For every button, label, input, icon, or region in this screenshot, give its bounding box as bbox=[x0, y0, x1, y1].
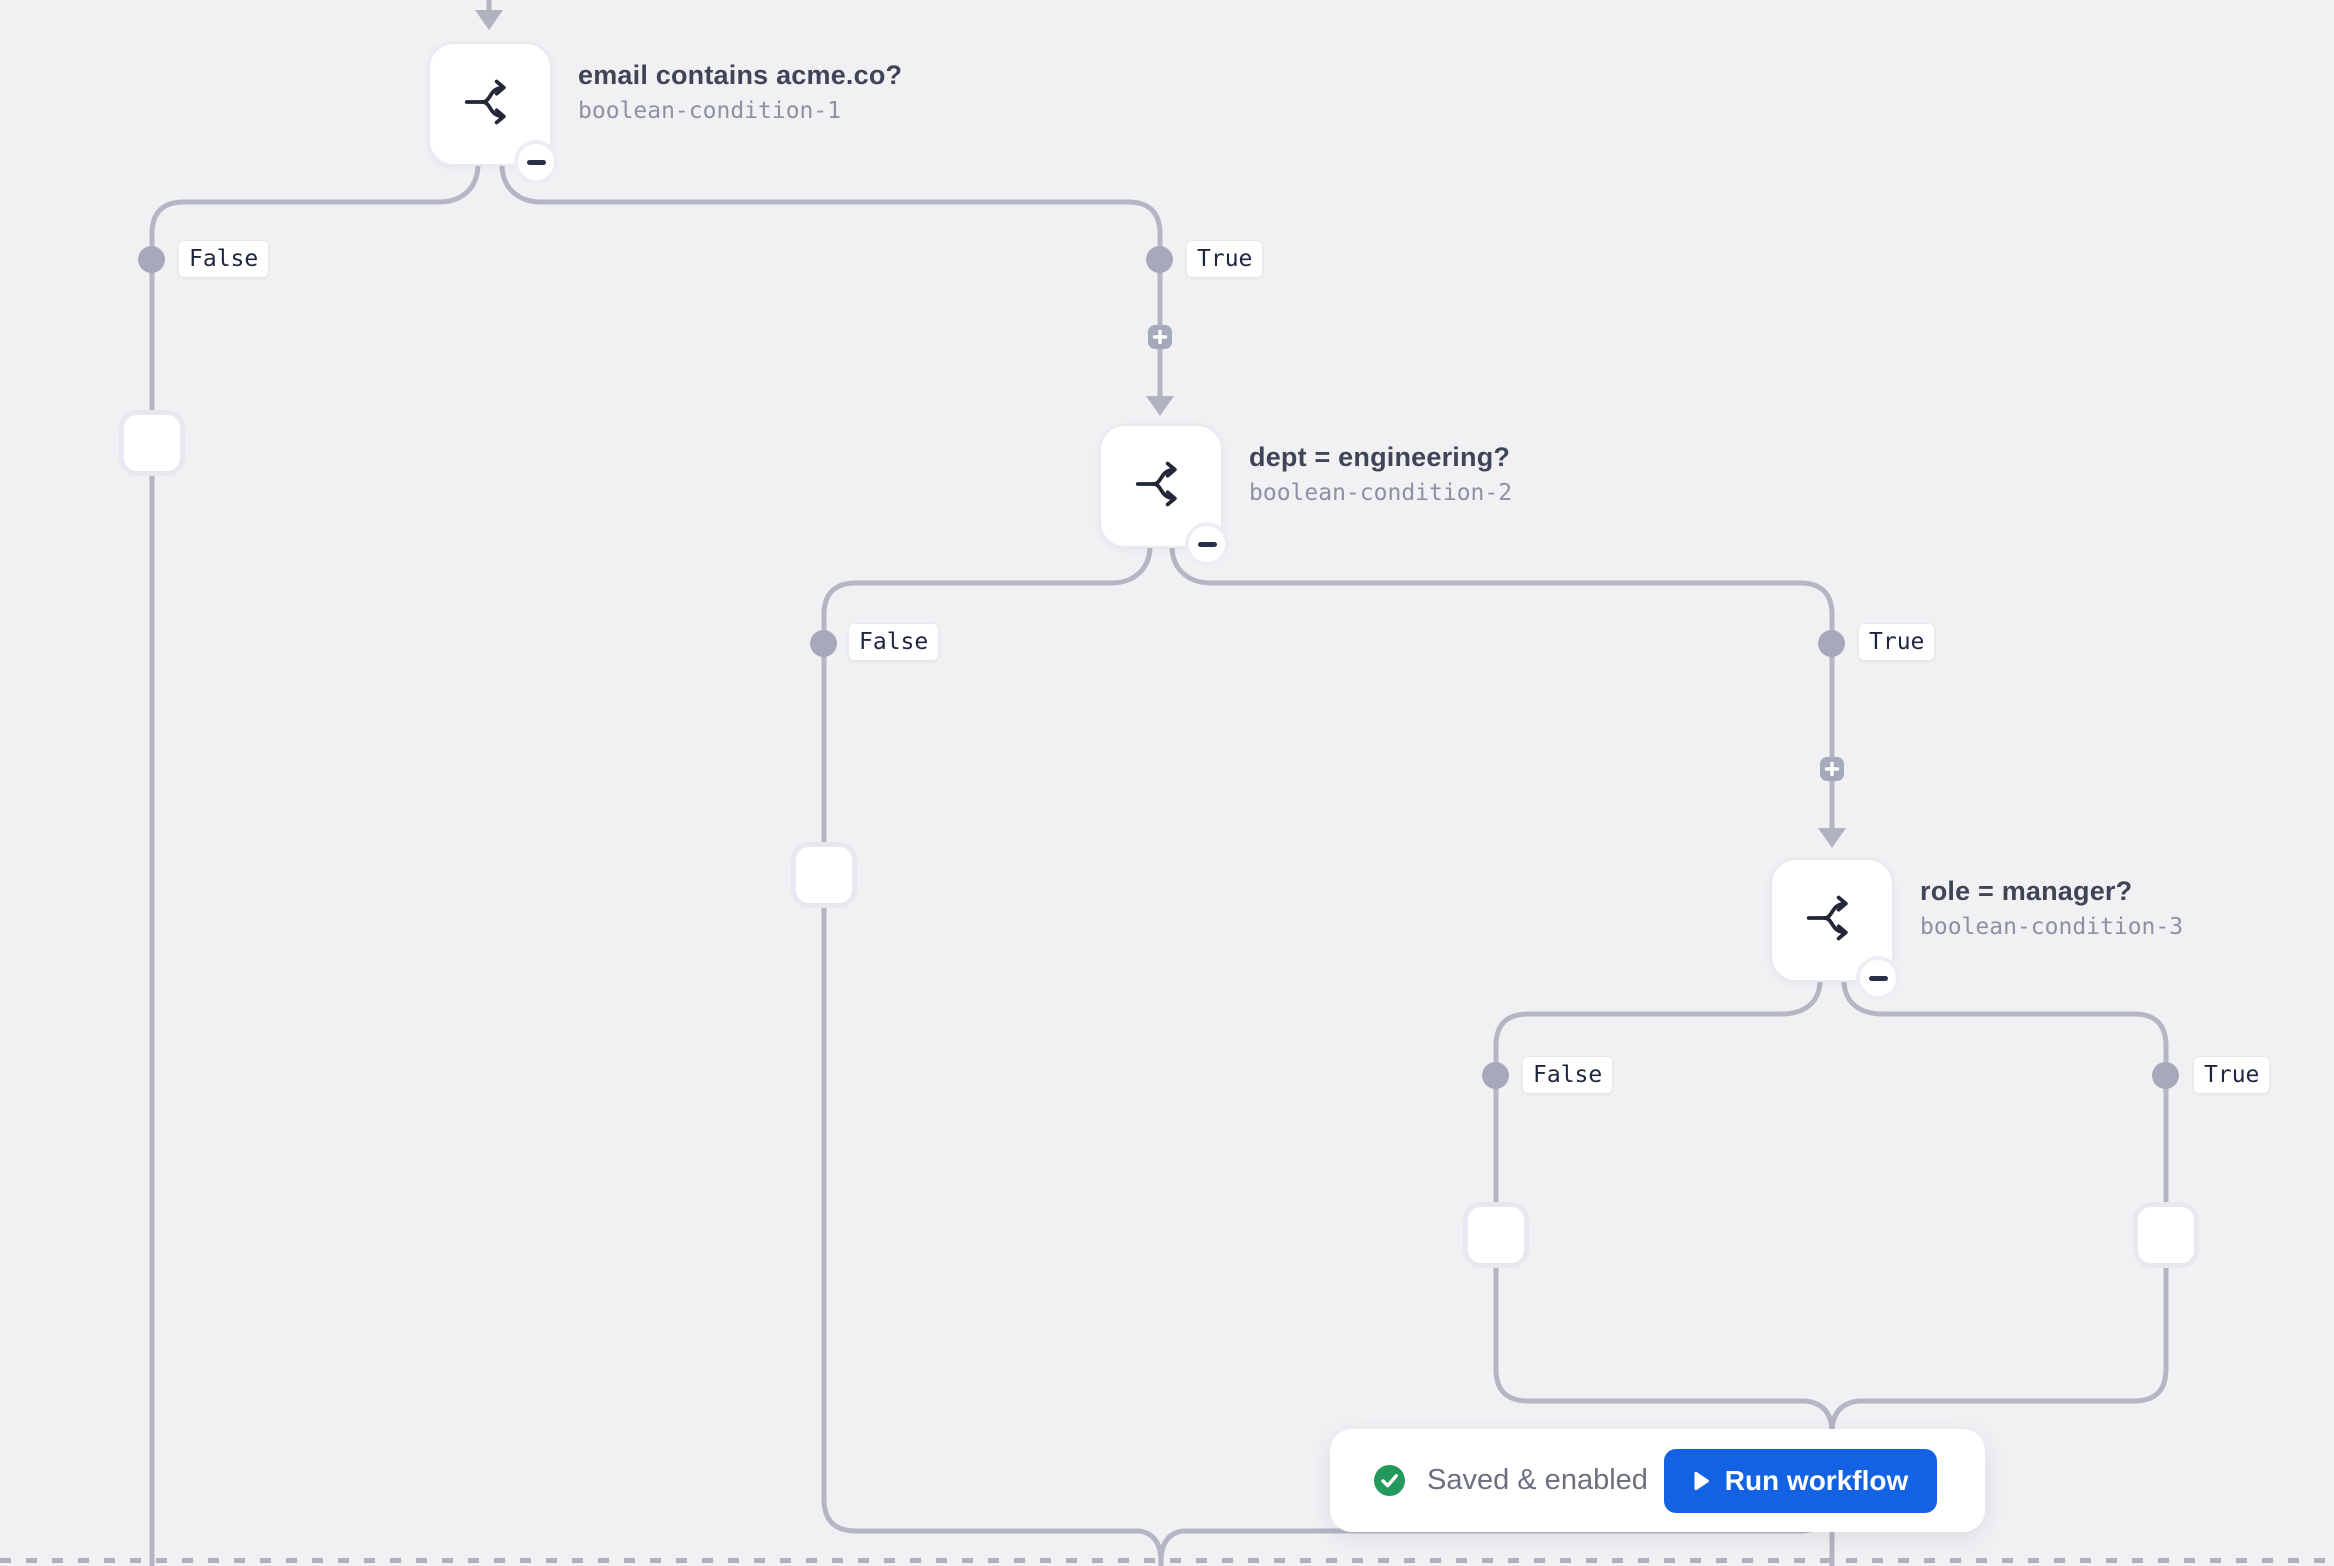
branch-icon bbox=[1130, 453, 1192, 520]
condition-node-2-label: dept = engineering? boolean-condition-2 bbox=[1249, 442, 1512, 506]
plus-icon bbox=[1825, 762, 1839, 776]
edge-condition-1-false bbox=[149, 161, 481, 1566]
branch-icon bbox=[459, 71, 521, 138]
branch-label-false: False bbox=[178, 240, 270, 278]
condition-node-3[interactable] bbox=[1770, 858, 1900, 1000]
branch-port-dot bbox=[1146, 246, 1173, 273]
empty-step-placeholder[interactable] bbox=[1463, 1202, 1529, 1268]
branch-label-true: True bbox=[1858, 623, 1936, 661]
branch-port-dot bbox=[1818, 630, 1845, 657]
empty-step-placeholder[interactable] bbox=[791, 842, 857, 908]
branch-label-false: False bbox=[1522, 1056, 1614, 1094]
run-workflow-button[interactable]: Run workflow bbox=[1664, 1448, 1937, 1513]
node-id: boolean-condition-1 bbox=[578, 98, 842, 124]
branch-port-dot bbox=[1482, 1062, 1509, 1089]
workflow-status-bar: Saved & enabled Run workflow bbox=[1330, 1429, 1985, 1532]
node-title: email contains acme.co? bbox=[578, 60, 903, 90]
plus-icon bbox=[1153, 330, 1167, 344]
add-step-button[interactable] bbox=[1820, 757, 1844, 781]
branch-label-false: False bbox=[848, 623, 940, 661]
play-icon bbox=[1694, 1471, 1709, 1490]
empty-step-placeholder[interactable] bbox=[2133, 1202, 2199, 1268]
minus-icon bbox=[1197, 541, 1217, 547]
condition-node-2[interactable] bbox=[1099, 424, 1229, 566]
node-id: boolean-condition-3 bbox=[1920, 914, 2184, 940]
condition-node-1-label: email contains acme.co? boolean-conditio… bbox=[578, 60, 902, 124]
condition-node-1[interactable] bbox=[428, 42, 558, 184]
collapse-node-button[interactable] bbox=[1185, 522, 1229, 566]
edge-condition-2-false bbox=[821, 543, 1164, 1566]
edge-condition-3-true bbox=[1829, 977, 2169, 1435]
condition-node-3-label: role = manager? boolean-condition-3 bbox=[1920, 876, 2183, 940]
branch-label-true: True bbox=[2193, 1056, 2271, 1094]
minus-icon bbox=[1868, 975, 1888, 981]
arrowhead-into-condition-1 bbox=[475, 10, 503, 30]
collapse-node-button[interactable] bbox=[1856, 956, 1900, 1000]
branch-label-true: True bbox=[1186, 240, 1264, 278]
arrowhead-into-condition-2 bbox=[1146, 396, 1174, 416]
arrowhead-into-condition-3 bbox=[1818, 828, 1846, 848]
empty-step-placeholder[interactable] bbox=[119, 410, 185, 476]
canvas-dot-grid-row bbox=[0, 1558, 2334, 1563]
collapse-node-button[interactable] bbox=[514, 140, 558, 184]
save-status-text: Saved & enabled bbox=[1427, 1464, 1648, 1496]
branch-port-dot bbox=[2152, 1062, 2179, 1089]
run-workflow-label: Run workflow bbox=[1724, 1464, 1909, 1496]
branch-port-dot bbox=[138, 246, 165, 273]
edge-condition-2-true bbox=[1169, 543, 1835, 833]
edge-condition-1-true bbox=[499, 161, 1163, 401]
branch-port-dot bbox=[810, 630, 837, 657]
check-circle-icon bbox=[1374, 1465, 1405, 1496]
node-title: dept = engineering? bbox=[1249, 442, 1511, 472]
node-id: boolean-condition-2 bbox=[1249, 480, 1513, 506]
node-title: role = manager? bbox=[1920, 876, 2133, 906]
add-step-button[interactable] bbox=[1148, 325, 1172, 349]
branch-icon bbox=[1801, 887, 1863, 954]
minus-icon bbox=[526, 159, 546, 165]
